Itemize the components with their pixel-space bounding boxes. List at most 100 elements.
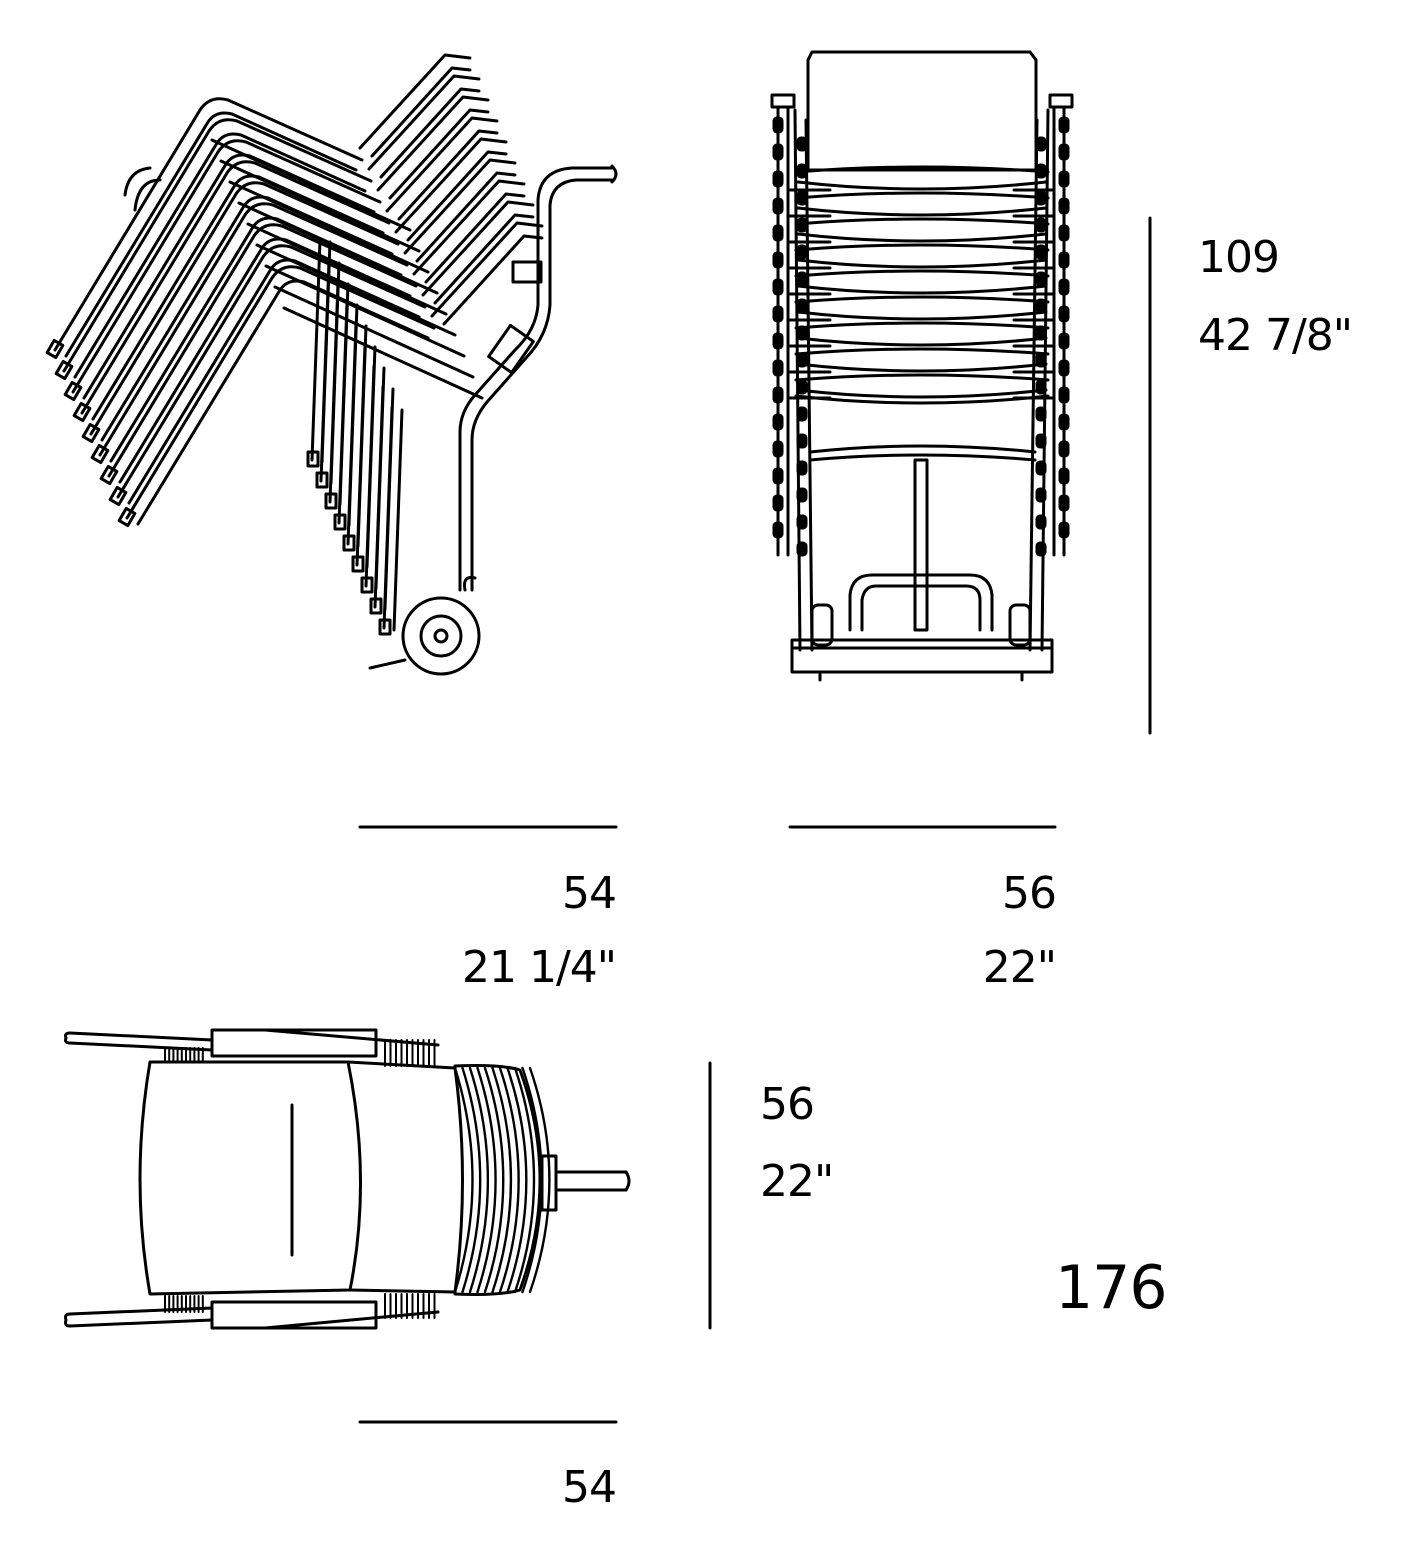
frame-joint (1035, 406, 1047, 422)
frame-joint (772, 332, 784, 350)
side-view-stacked-chairs (45, 53, 544, 636)
frame-joint (796, 406, 808, 422)
trolley-wheel (401, 596, 481, 676)
frame-joint (796, 244, 808, 260)
stacked-seat-edge (453, 1066, 474, 1294)
frame-joint (796, 217, 808, 233)
frame-joint (1058, 359, 1070, 377)
stacked-seat-edge (468, 1066, 490, 1294)
frame-joint (796, 514, 808, 530)
frame-joint (1035, 460, 1047, 476)
frame-joint (772, 494, 784, 512)
frame-joint (1058, 143, 1070, 161)
side-width-cm: 54 (562, 868, 617, 919)
frame-joint (1058, 413, 1070, 431)
stacked-seat-shell (788, 191, 1056, 218)
frame-joint (772, 116, 784, 134)
stacked-seat-edge (513, 1066, 536, 1294)
stacked-seat-shell (788, 269, 1056, 296)
frame-joint (1035, 244, 1047, 260)
frame-joint (1035, 514, 1047, 530)
stacked-seat-shell (788, 243, 1056, 270)
frame-joint (1058, 197, 1070, 215)
stacked-seat-shell (788, 165, 1056, 192)
frame-joint (1035, 433, 1047, 449)
frame-joint (1058, 332, 1070, 350)
stacked-seat-shell (788, 217, 1056, 244)
frame-joint (1058, 386, 1070, 404)
trolley-side-view (368, 164, 618, 676)
frame-joint (796, 136, 808, 152)
frame-joint (796, 487, 808, 503)
frame-joint (772, 278, 784, 296)
frame-joint (772, 467, 784, 485)
front-view-stacked-chairs (770, 50, 1074, 682)
stacked-seat-shell (788, 321, 1056, 348)
frame-joint (796, 379, 808, 395)
stacked-seat-edge (528, 1066, 551, 1294)
stacked-chair (117, 221, 544, 636)
height-cm: 109 (1198, 232, 1280, 283)
frame-joint (1058, 170, 1070, 188)
frame-joint (796, 190, 808, 206)
frame-joint (772, 386, 784, 404)
frame-joint (1058, 224, 1070, 242)
frame-joint (1035, 541, 1047, 557)
frame-joint (772, 143, 784, 161)
frame-joint (1035, 217, 1047, 233)
stacked-seat-shell (788, 347, 1056, 374)
frame-joint (772, 359, 784, 377)
frame-joint (1058, 251, 1070, 269)
frame-joint (1058, 116, 1070, 134)
front-width-cm: 56 (1002, 868, 1057, 919)
frame-joint (772, 251, 784, 269)
frame-joint (1058, 494, 1070, 512)
frame-joint (772, 197, 784, 215)
frame-joint (1058, 521, 1070, 539)
stacked-seat-shell (788, 373, 1056, 400)
frame-joint (1035, 325, 1047, 341)
stacked-seat-edge (476, 1066, 497, 1294)
frame-joint (1035, 136, 1047, 152)
frame-joint (796, 163, 808, 179)
frame-joint (772, 440, 784, 458)
top-width-cm: 54 (562, 1462, 617, 1513)
stacked-seat-edge (483, 1066, 505, 1294)
frame-joint (1058, 467, 1070, 485)
frame-joint (1058, 305, 1070, 323)
frame-joint (796, 352, 808, 368)
stacked-seat-edge (498, 1066, 520, 1294)
stacked-seat-edge (506, 1066, 528, 1294)
top-depth-in: 22" (760, 1156, 834, 1207)
frame-joint (796, 460, 808, 476)
frame-joint (1035, 271, 1047, 287)
stacked-seat-edge (491, 1066, 513, 1294)
frame-joint (796, 298, 808, 314)
top-view-stacked-chairs (64, 1028, 631, 1330)
frame-joint (772, 224, 784, 242)
height-in: 42 7/8" (1198, 310, 1353, 361)
frame-joint (772, 521, 784, 539)
frame-joint (1058, 440, 1070, 458)
stacked-seat-edge (461, 1066, 482, 1294)
top-depth-cm: 56 (760, 1079, 815, 1130)
frame-joint (1035, 190, 1047, 206)
frame-joint (796, 433, 808, 449)
frame-joint (772, 170, 784, 188)
frame-joint (1035, 298, 1047, 314)
front-width-in: 22" (982, 942, 1057, 993)
frame-joint (1035, 163, 1047, 179)
total-count: 176 (1055, 1253, 1168, 1323)
frame-joint (772, 413, 784, 431)
frame-joint (1035, 379, 1047, 395)
frame-joint (772, 305, 784, 323)
stacked-seat-shell (788, 295, 1056, 322)
dimension-lines (358, 216, 1152, 1424)
side-width-in: 21 1/4" (461, 942, 617, 993)
frame-joint (796, 325, 808, 341)
frame-joint (1035, 352, 1047, 368)
frame-joint (1035, 487, 1047, 503)
frame-joint (796, 271, 808, 287)
frame-joint (796, 541, 808, 557)
